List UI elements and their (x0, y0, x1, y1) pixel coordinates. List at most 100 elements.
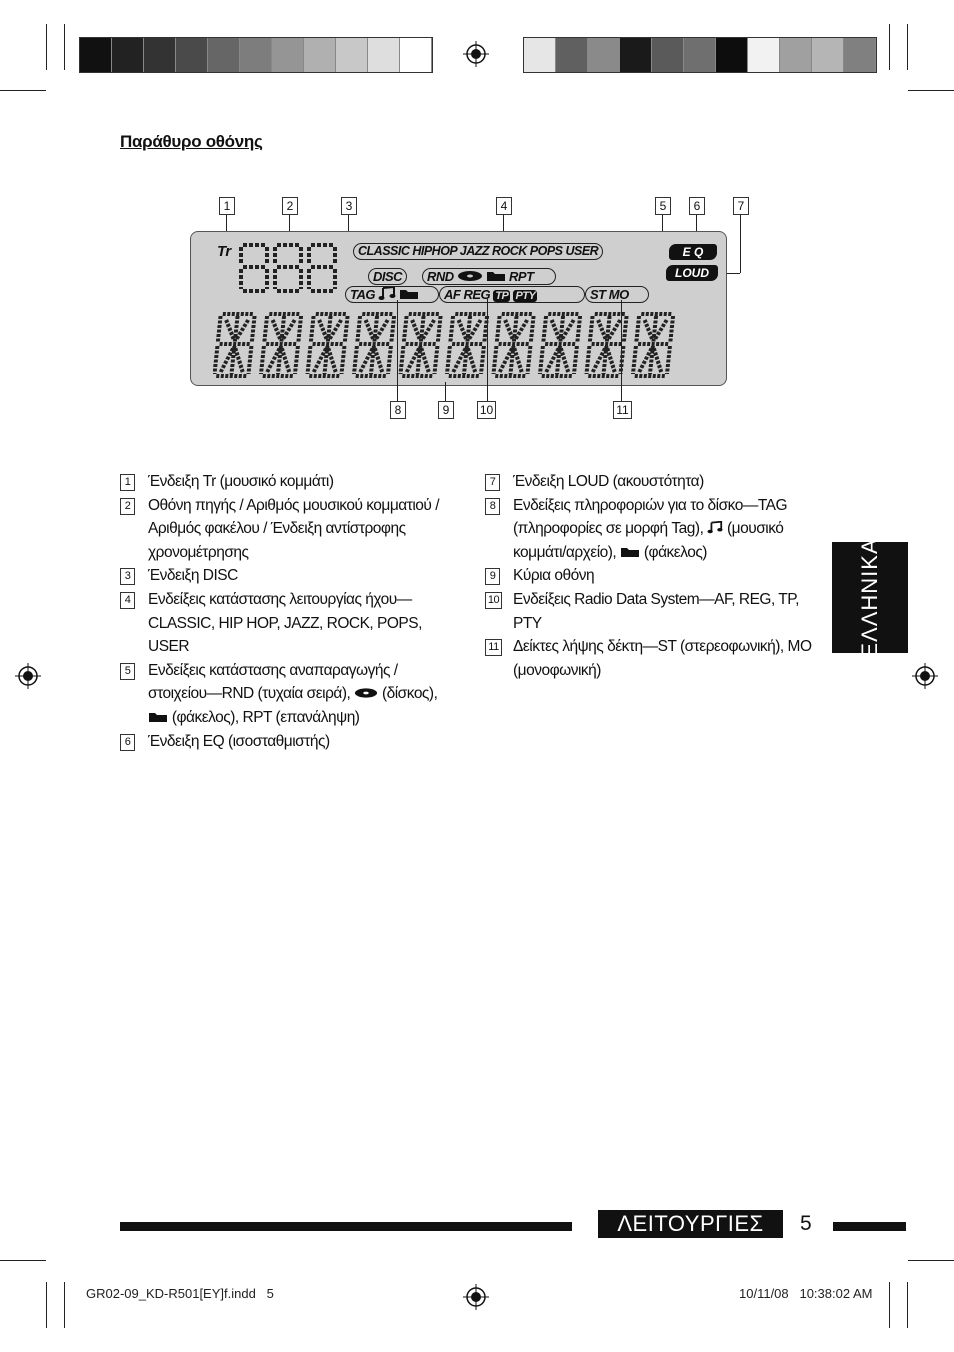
stereo-mono-indicators: ST MO (585, 286, 649, 303)
af-label: AF (444, 287, 461, 302)
callout-10: 10 (477, 401, 496, 419)
folder-icon (486, 272, 505, 281)
legend-item-4: 4 Ενδείξεις κατάστασης λειτουργίας ήχου—… (120, 588, 458, 659)
color-swatch (144, 38, 176, 72)
legend-text: Ενδείξεις πληροφοριών για το δίσκο—TAG (… (513, 494, 815, 565)
legend-item-10: 10 Ενδείξεις Radio Data System—AF, REG, … (485, 588, 815, 635)
audio-mode-indicators: CLASSIC HIPHOP JAZZ ROCK POPS USER (353, 243, 604, 260)
main-display-digits (213, 312, 676, 378)
music-note-icon (707, 520, 723, 534)
legend-item-3: 3 Ένδειξη DISC (120, 564, 458, 588)
rpt-label: RPT (509, 269, 534, 284)
disc-indicator: DISC (368, 268, 408, 285)
rnd-label: RND (427, 269, 454, 284)
lcd-display: Tr CLASSIC HIPHOP JAZZ ROCK POPS USER E … (190, 231, 727, 386)
color-swatch (400, 38, 432, 72)
legend-text-part: Ενδείξεις κατάστασης αναπαραγωγής / στοι… (148, 661, 398, 703)
folder-icon (621, 547, 640, 557)
color-swatch (304, 38, 336, 72)
legend-item-5: 5 Ενδείξεις κατάστασης αναπαραγωγής / στ… (120, 659, 458, 730)
color-swatch (620, 38, 652, 72)
legend-number: 11 (485, 639, 502, 657)
main-digit (537, 312, 583, 378)
legend-number: 6 (120, 733, 135, 751)
music-note-icon (378, 285, 396, 300)
legend-number: 4 (120, 591, 135, 609)
legend-text: Ενδείξεις κατάστασης αναπαραγωγής / στοι… (148, 659, 458, 730)
callout-9: 9 (438, 401, 454, 419)
color-swatch (272, 38, 304, 72)
legend-number: 9 (485, 568, 500, 586)
color-swatch (524, 38, 556, 72)
main-digit (305, 312, 350, 378)
legend-text: Ένδειξη LOUD (ακουστότητα) (513, 473, 704, 490)
color-swatch (780, 38, 812, 72)
legend-number: 1 (120, 474, 135, 491)
main-digit (398, 312, 443, 378)
color-swatch (812, 38, 844, 72)
disc-icon (457, 271, 482, 281)
main-digit (351, 312, 397, 378)
legend-text-part: (φάκελος), RPT (επανάληψη) (171, 708, 360, 726)
disc-icon (355, 688, 378, 698)
main-digit (491, 312, 536, 378)
callout-7: 7 (733, 197, 749, 215)
source-digits (239, 243, 337, 293)
language-tab: ΕΛΛΗΝΙΚΑ (832, 538, 908, 657)
main-digit (444, 312, 490, 378)
legend-number: 8 (485, 497, 500, 515)
legend-text: Κύρια οθόνη (513, 567, 595, 585)
legend-left: 1 Ένδειξη Tr (μουσικό κομμάτι) 2 Οθόνη π… (120, 470, 458, 753)
registration-mark-icon (912, 663, 938, 689)
legend-text-part: Ενδείξεις πληροφοριών για το δίσκο—TAG (… (513, 496, 788, 538)
slug-file: GR02-09_KD-R501[EY]f.indd 5 (86, 1286, 274, 1301)
color-swatch (368, 38, 400, 72)
legend-number: 2 (120, 497, 135, 515)
folder-icon (400, 290, 419, 299)
language-tab-label: ΕΛΛΗΝΙΚΑ (857, 537, 882, 658)
legend-text: Ένδειξη DISC (148, 567, 238, 585)
legend-right: 7 Ένδειξη LOUD (ακουστότητα) 8 Ενδείξεις… (485, 470, 815, 682)
legend-item-11: 11 Δείκτες λήψης δέκτη—ST (στερεοφωνική)… (485, 635, 815, 682)
color-swatch (112, 38, 144, 72)
callout-8: 8 (390, 401, 406, 419)
callout-4: 4 (496, 197, 512, 215)
legend-item-8: 8 Ενδείξεις πληροφοριών για το δίσκο—TAG… (485, 494, 815, 565)
slug-date: 10/11/08 10:38:02 AM (739, 1286, 873, 1301)
st-label: ST (590, 287, 606, 302)
section-heading: Παράθυρο οθόνης (120, 132, 263, 151)
legend-text-part: (δίσκος), (381, 685, 438, 703)
rds-indicators: AF REG TP PTY (439, 286, 585, 303)
color-swatch (556, 38, 588, 72)
main-digit (213, 312, 257, 378)
footer-section-label: ΛΕΙΤΟΥΡΓΙΕΣ (598, 1210, 783, 1238)
legend-number: 7 (485, 474, 500, 491)
color-swatch (240, 38, 272, 72)
color-swatch (336, 38, 368, 72)
footer-rule-right (833, 1222, 906, 1231)
legend-text: Ένδειξη Tr (μουσικό κομμάτι) (148, 473, 334, 490)
color-bar-left (79, 37, 433, 73)
callout-2: 2 (282, 197, 298, 215)
legend-number: 10 (485, 591, 502, 609)
callout-6: 6 (689, 197, 705, 215)
registration-mark-icon (463, 41, 489, 67)
footer-rule-left (120, 1222, 572, 1231)
legend-text: Ενδείξεις κατάστασης λειτουργίας ήχου—CL… (148, 590, 422, 656)
color-swatch (652, 38, 684, 72)
color-swatch (176, 38, 208, 72)
color-swatch (208, 38, 240, 72)
legend-text: Οθόνη πηγής / Αριθμός μουσικού κομματιού… (148, 496, 440, 561)
page-number: 5 (800, 1212, 812, 1235)
color-swatch (588, 38, 620, 72)
color-swatch (844, 38, 876, 72)
loud-badge: LOUD (666, 265, 718, 281)
legend-text: Δείκτες λήψης δέκτη—ST (στερεοφωνική), M… (513, 638, 812, 679)
tr-indicator: Tr (217, 243, 231, 260)
pty-label: PTY (513, 290, 538, 302)
color-swatch (684, 38, 716, 72)
main-digit (258, 312, 304, 378)
color-swatch (80, 38, 112, 72)
legend-number: 5 (120, 662, 135, 680)
color-swatch (748, 38, 780, 72)
